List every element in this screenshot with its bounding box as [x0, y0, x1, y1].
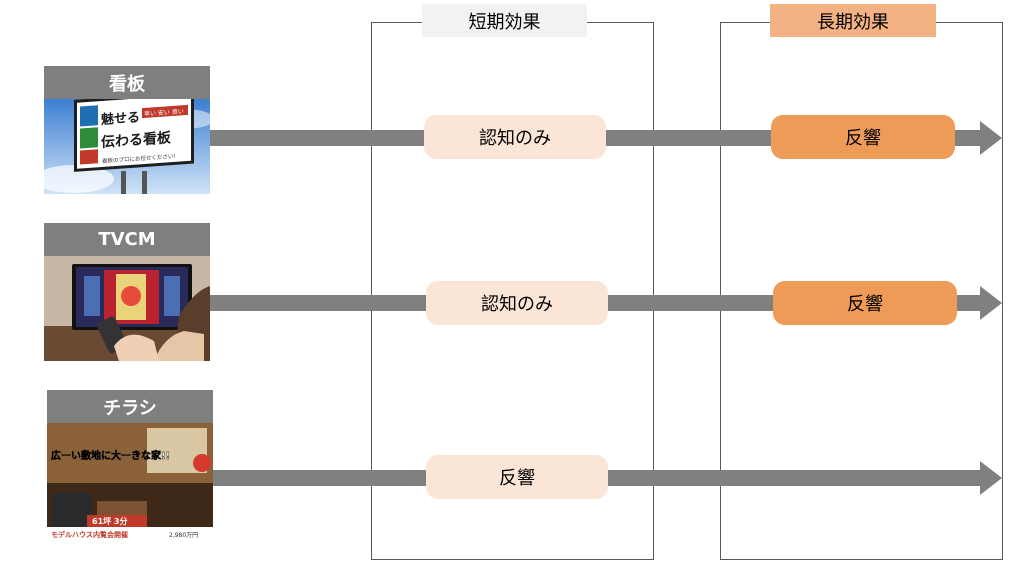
billboard-image: 魅せる 伝わる看板 早い 安い 良い 看板のプロにお任せください!: [44, 99, 210, 194]
flyer-image: 広ーい敷地に大ーきな家!! 61坪 3分 モデルハウス内覧会開催 2,980万円: [47, 423, 213, 540]
media-label-tvcm: TVCM: [44, 223, 210, 256]
short-effect-billboard: 認知のみ: [424, 115, 606, 159]
media-label-flyer: チラシ: [47, 390, 213, 423]
flyer-event: モデルハウス内覧会開催: [51, 530, 128, 539]
arrow-head-flyer: [980, 461, 1002, 495]
flyer-price: 2,980万円: [169, 532, 198, 539]
flyer-size: 61坪 3分: [92, 516, 127, 526]
billboard-text-line2: 伝わる看板: [101, 129, 172, 151]
short-effect-tvcm: 認知のみ: [426, 281, 608, 325]
long-effect-billboard: 反響: [771, 115, 955, 159]
long-term-header: 長期効果: [770, 4, 936, 37]
billboard-text-line1: 魅せる: [101, 109, 140, 128]
tvcm-image: [44, 256, 210, 361]
arrow-head-tvcm: [980, 286, 1002, 320]
arrow-head-billboard: [980, 121, 1002, 155]
short-term-header: 短期効果: [422, 4, 587, 37]
billboard-badge: 早い 安い 良い: [144, 107, 184, 118]
flyer-headline: 広ーい敷地に大ーきな家!!: [51, 449, 170, 462]
long-effect-tvcm: 反響: [773, 281, 957, 325]
short-effect-flyer: 反響: [426, 455, 608, 499]
media-label-billboard: 看板: [44, 66, 210, 99]
